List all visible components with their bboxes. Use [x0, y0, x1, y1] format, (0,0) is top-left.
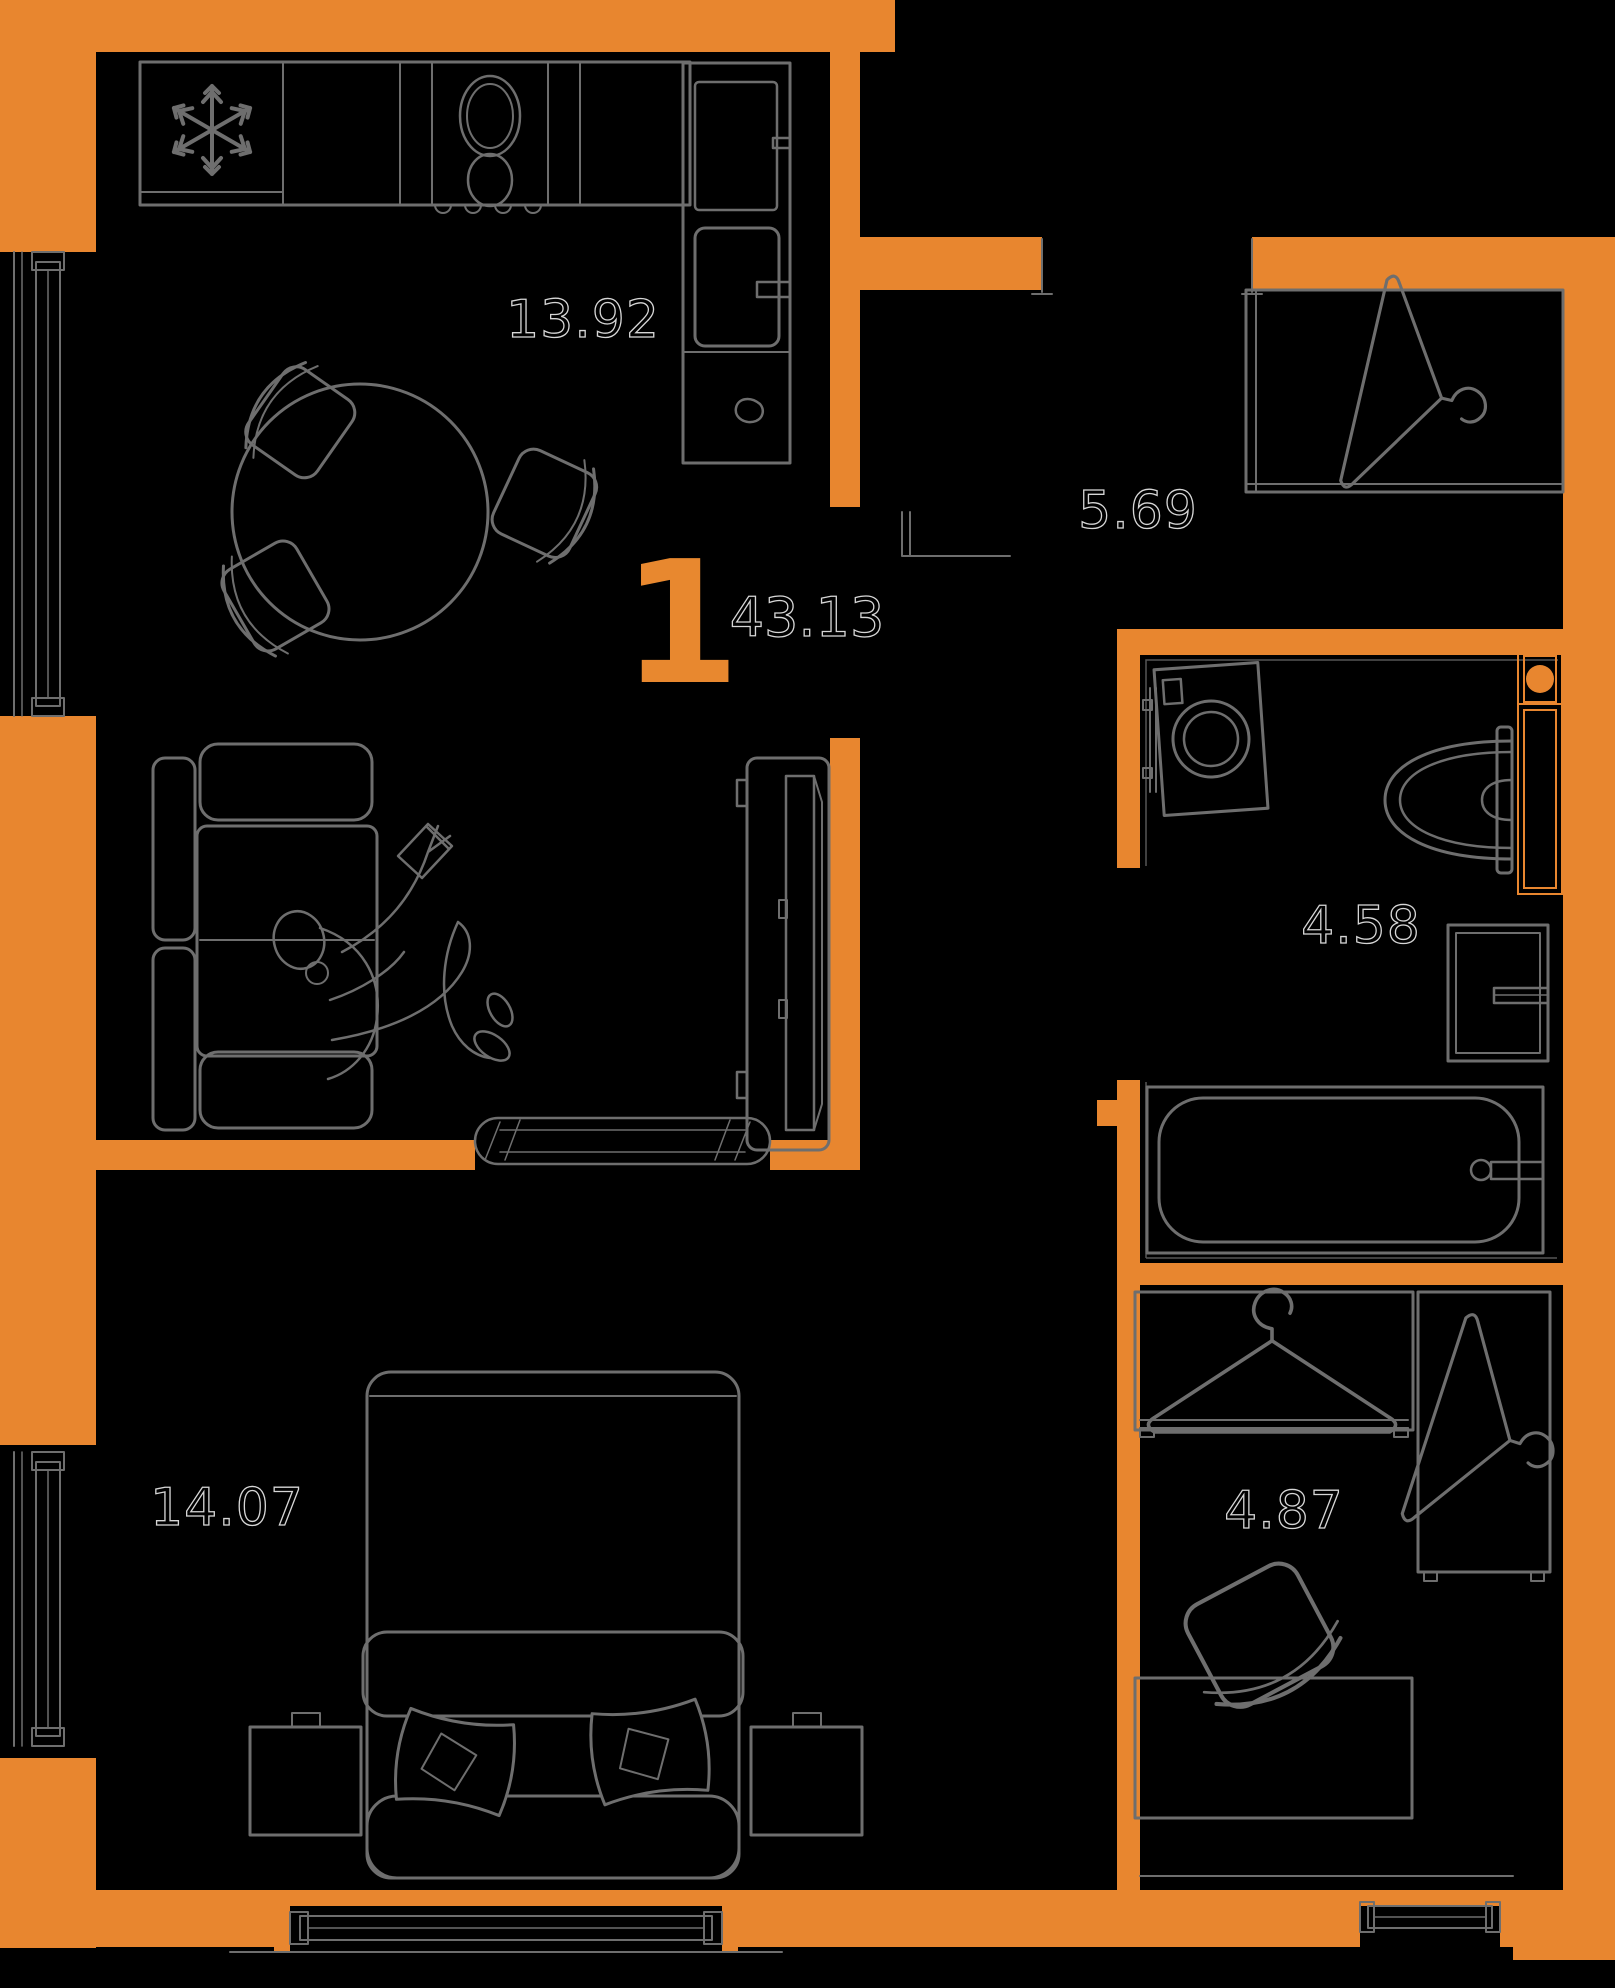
duvet — [361, 1630, 745, 1718]
wall-bottom-left — [0, 1890, 290, 1947]
round-dining-table — [230, 382, 490, 642]
bathtub-drain-icon — [1469, 1158, 1493, 1182]
total-area-label: 43.13 — [730, 586, 885, 649]
pillow-icon — [584, 1696, 716, 1808]
room-kitchen-living: 13.92 — [138, 60, 831, 1166]
wall-bottom-above-window1 — [290, 1890, 722, 1906]
wall-left-upper — [0, 0, 96, 252]
nightstand-right — [749, 1712, 864, 1837]
wall-partition-lower — [830, 738, 860, 1170]
window-left-lower — [13, 1451, 65, 1747]
window-left-upper — [13, 251, 65, 717]
headboard — [365, 1794, 741, 1880]
window1-jamb-left — [274, 1890, 290, 1952]
refrigerator-snowflake-icon — [171, 84, 253, 176]
hallway-corner-mark — [901, 511, 1011, 557]
wall-right — [1563, 237, 1615, 1960]
tv-panel — [735, 756, 831, 1152]
room-bedroom: 14.07 — [149, 1370, 864, 1880]
wall-left-middle — [0, 716, 96, 1445]
wash-basin — [1446, 923, 1550, 1063]
bathroom-area-label: 4.58 — [1301, 896, 1421, 956]
kitchen-living-area-label: 13.92 — [506, 290, 660, 350]
stove-burners-icon — [458, 74, 522, 208]
nightstand-left — [248, 1712, 363, 1837]
pillow-icon — [389, 1705, 521, 1819]
wall-bedroom-right — [770, 1140, 860, 1170]
clothes-hanger-icon — [1399, 1311, 1588, 1559]
kitchen-tall-unit — [681, 61, 792, 465]
double-bed — [361, 1370, 745, 1880]
plumbing-shaft — [1517, 649, 1563, 895]
toilet-icon — [1383, 725, 1514, 875]
bathtub-faucet-icon — [1489, 1160, 1545, 1181]
clothes-hanger-icon — [1337, 273, 1512, 516]
wall-bottom-right-corner — [1513, 1890, 1615, 1960]
room-hallway: 5.69 — [1077, 273, 1565, 542]
wall-entry-left — [860, 237, 1042, 290]
rooms-count-label: 1 — [622, 525, 740, 723]
washing-machine-icon — [1142, 661, 1270, 817]
wall-door-stub — [1097, 1100, 1117, 1126]
hallway-area-label: 5.69 — [1078, 481, 1198, 541]
wall-bathroom-left-lower — [1117, 1080, 1140, 1890]
wall-partition-upper — [830, 0, 860, 507]
clothes-hanger-icon — [1146, 1287, 1398, 1434]
bedroom-area-label: 14.07 — [150, 1478, 304, 1538]
window1-jamb-right — [722, 1890, 738, 1952]
rug — [473, 1116, 772, 1166]
wall-bathroom-top — [1117, 629, 1563, 655]
wall-bedroom-left — [96, 1140, 475, 1170]
wall-bottom-middle — [722, 1890, 1360, 1947]
kitchen-sink — [693, 226, 781, 348]
person-reading-icon — [272, 822, 514, 1081]
wall-bathroom-left-upper — [1117, 629, 1140, 868]
wall-top — [0, 0, 895, 52]
wardrobe-wide — [1133, 1287, 1415, 1438]
entrance-door-opening — [1031, 238, 1263, 295]
bathtub — [1145, 1085, 1545, 1255]
dining-chair-3 — [481, 433, 613, 576]
wardrobe-area-label: 4.87 — [1224, 1481, 1344, 1541]
wall-bathtub-bottom — [1117, 1263, 1563, 1285]
room-bathroom: 4.58 — [1142, 649, 1563, 1255]
wall-entry-right — [1252, 237, 1563, 290]
hallway-wardrobe — [1244, 273, 1565, 516]
window-bottom-bedroom — [229, 1911, 783, 1953]
pipe-icon — [1526, 665, 1554, 693]
wardrobe-tall — [1399, 1290, 1588, 1582]
window2-jamb-left — [1346, 1890, 1360, 1938]
room-wardrobe: 4.87 — [1133, 1287, 1588, 1820]
desk — [1133, 1676, 1414, 1820]
dining-chair-2 — [205, 525, 342, 670]
window-bottom-wardrobe — [1139, 1875, 1514, 1933]
sofa — [151, 742, 379, 1132]
desk-chair — [1166, 1550, 1356, 1727]
drawer-handle-icon — [734, 397, 765, 424]
kitchen-counter — [138, 60, 692, 214]
dining-chair-1 — [228, 347, 369, 494]
wall-bottom-above-window2 — [1360, 1890, 1500, 1906]
